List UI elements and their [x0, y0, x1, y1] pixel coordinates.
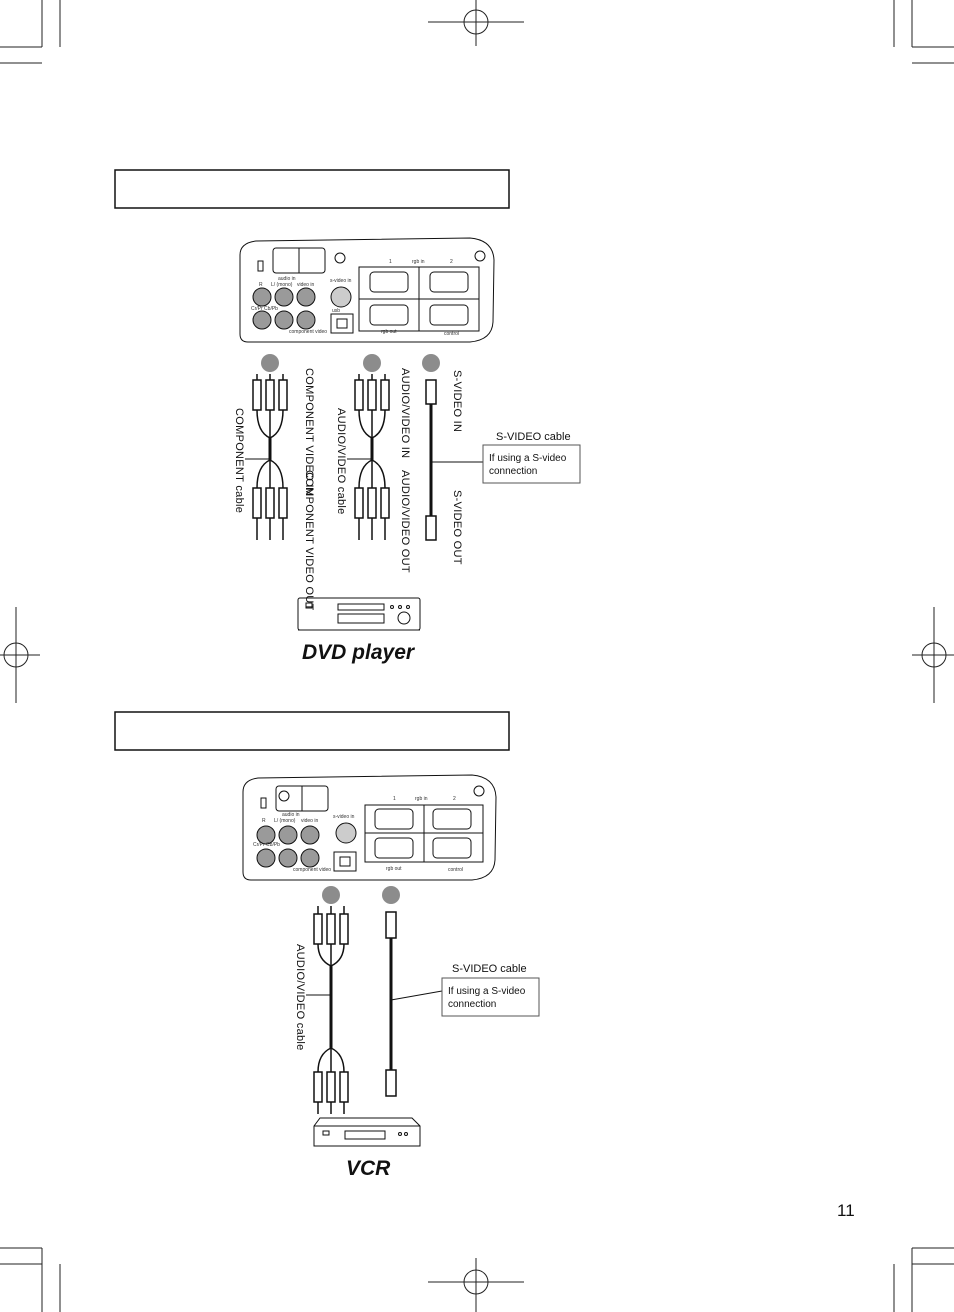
svideo-cable-label-vcr: S-VIDEO cable — [452, 963, 527, 975]
dvd-cr-cb-label: Cr/Pr Cb/Pb — [251, 306, 278, 312]
dvd-rgb-in-2-label: 2 — [450, 259, 453, 265]
av-cable-dvd — [347, 374, 390, 540]
s-video-jack — [330, 286, 352, 308]
badge-av-vcr — [322, 886, 340, 904]
badge-svideo-vcr — [382, 886, 400, 904]
section-title-box-dvd — [114, 169, 510, 209]
vcr-audio-in-label: audio in — [282, 812, 300, 818]
svideo-note-vcr: If using a S-video connection — [448, 986, 526, 1010]
av-cable-label-vcr: AUDIO/VIDEO cable — [294, 944, 306, 1051]
dvd-rgb-in-label: rgb in — [412, 259, 425, 265]
svideo-note-dvd: If using a S-video connection — [489, 453, 567, 477]
dvd-rgb-out-label: rgb out — [381, 329, 397, 335]
audio-jacks — [252, 287, 316, 330]
vcr-rgb-in-1-label: 1 — [393, 796, 396, 802]
av-in-label: AUDIO/VIDEO IN — [399, 368, 411, 459]
dvd-player-title: DVD player — [302, 641, 415, 664]
vcr-cr-cb-label: Cr/Pr Cb/Pb — [253, 842, 280, 848]
svideo-cable-label-dvd: S-VIDEO cable — [496, 431, 571, 443]
vcr-rgb-in-label: rgb in — [415, 796, 428, 802]
svideo-out-label: S-VIDEO OUT — [451, 490, 463, 565]
vcr-title: VCR — [346, 1157, 391, 1180]
svideo-note-box-vcr — [441, 977, 540, 1017]
component-cable — [245, 374, 288, 540]
vcr-audio-l-label: L/ (mono) — [274, 818, 296, 824]
dvd-audio-in-label: audio in — [278, 276, 296, 282]
svideo-cable-dvd — [425, 379, 483, 541]
vcr-rgb-out-label: rgb out — [386, 866, 402, 872]
av-cable-vcr — [306, 906, 349, 1114]
vcr-icon — [313, 1117, 421, 1147]
component-video-out-label: COMPONENT VIDEO OUT — [303, 470, 315, 611]
dvd-video-in-label: video in — [297, 282, 315, 288]
projector-panel-vcr — [242, 774, 497, 881]
dvd-rgb-in-1-label: 1 — [389, 259, 392, 265]
dvd-s-video-in-label: s-video in — [330, 278, 352, 284]
page-number: 11 — [837, 1201, 855, 1220]
dvd-audio-r-label: R — [259, 282, 263, 288]
av-out-label: AUDIO/VIDEO OUT — [399, 470, 411, 573]
vcr-rgb-in-2-label: 2 — [453, 796, 456, 802]
vcr-s-video-in-label: s-video in — [333, 814, 355, 820]
badge-component — [261, 354, 279, 372]
vcr-component-video-label: component video — [293, 867, 332, 873]
dvd-audio-l-label: L/ (mono) — [271, 282, 293, 288]
component-cable-label: COMPONENT cable — [233, 408, 245, 514]
vcr-control-label: control — [448, 867, 464, 873]
dvd-player-icon — [297, 597, 421, 631]
dvd-component-video-label: component video — [289, 329, 328, 335]
svideo-in-label: S-VIDEO IN — [451, 370, 463, 433]
section-title-box-vcr — [114, 711, 510, 751]
dvd-usb-label: usb — [332, 308, 341, 314]
badge-svideo — [422, 354, 440, 372]
badge-av — [363, 354, 381, 372]
vcr-audio-r-label: R — [262, 818, 266, 824]
vcr-video-in-label: video in — [301, 818, 319, 824]
dvd-control-label: control — [444, 331, 460, 337]
av-cable-label-dvd: AUDIO/VIDEO cable — [335, 408, 347, 515]
svideo-note-box-dvd — [482, 444, 581, 484]
projector-panel-dvd — [239, 237, 495, 343]
svideo-cable-vcr — [385, 911, 443, 1097]
